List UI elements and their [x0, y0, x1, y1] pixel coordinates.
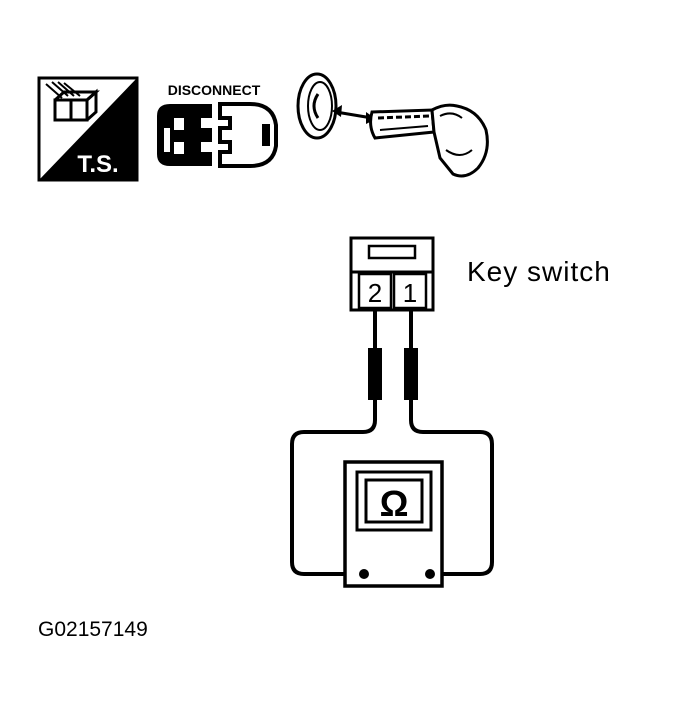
ohm-symbol: Ω: [380, 483, 409, 524]
pin-2-label: 2: [368, 278, 382, 308]
ohmmeter: Ω: [343, 460, 444, 588]
probe-sleeves: [368, 348, 418, 400]
key-switch-connector: 2 1: [349, 236, 435, 312]
ts-icon: T.S.: [37, 76, 139, 182]
disconnect-icon: DISCONNECT: [157, 82, 278, 168]
test-leads: [290, 310, 494, 576]
pin-1-label: 1: [403, 278, 417, 308]
meter-terminal-left: [359, 569, 369, 579]
figure-id: G02157149: [38, 618, 148, 641]
ignition-key-icon: [296, 72, 489, 178]
meter-terminal-right: [425, 569, 435, 579]
key-switch-label: Key switch: [467, 256, 611, 287]
ts-label: T.S.: [77, 151, 118, 178]
disconnect-label: DISCONNECT: [168, 82, 261, 98]
